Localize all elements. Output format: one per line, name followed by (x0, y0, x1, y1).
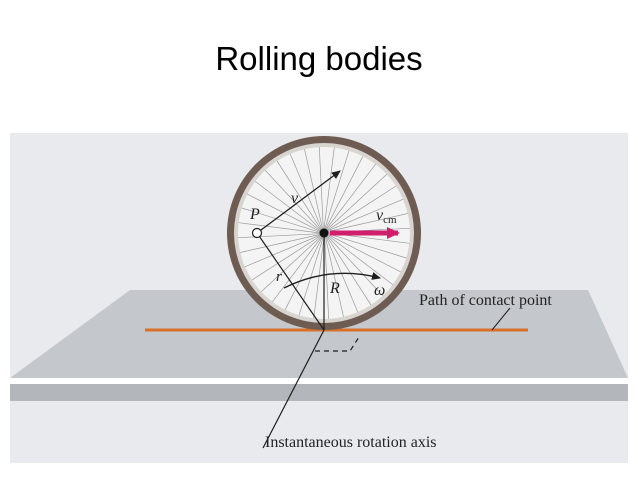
wheel-spoke (244, 234, 321, 268)
label-path-of-contact-point: Path of contact point (419, 292, 552, 309)
ground-plane-front (10, 384, 628, 401)
wheel-spoke (325, 156, 364, 230)
radius-line-r (256, 232, 325, 331)
path-label-leader (491, 307, 511, 331)
wheel-spoke (327, 198, 404, 232)
wheel-spoke (251, 235, 322, 281)
ground-plane-edge-highlight (10, 378, 628, 384)
wheel-spoke (323, 147, 335, 230)
wheel-spoke (326, 173, 388, 231)
wheel-spoke (325, 236, 344, 317)
label-vcm: vcm (376, 207, 397, 226)
wheel-spoke (254, 181, 321, 232)
contact-projection-dashes (315, 336, 360, 352)
wheel-spoke (324, 150, 350, 230)
wheel-spoke (326, 235, 384, 297)
wheel-spoke (272, 236, 323, 303)
wheel-spoke (313, 236, 325, 319)
rolling-wheel-diagram: v P vcm r R ω Path of contact point Inst… (10, 133, 628, 463)
label-v: v (291, 190, 299, 207)
wheel-spoke (326, 235, 372, 306)
wheel-spoke (325, 236, 359, 313)
wheel-spoke (326, 185, 397, 231)
wheel-spoke (327, 213, 408, 232)
ground-plane-top (10, 290, 628, 378)
wheel-spoke (325, 163, 376, 230)
point-P-marker (251, 227, 263, 239)
wheel-spoke (327, 233, 407, 259)
diagram-canvas: v P vcm r R ω Path of contact point Inst… (10, 133, 628, 463)
wheel-spoke (327, 234, 394, 285)
wheel-spoke (260, 235, 322, 293)
slide-title: Rolling bodies (215, 40, 423, 77)
velocity-v-arrow (256, 170, 341, 234)
wheel-spoke (241, 207, 321, 233)
wheel-spoke (318, 147, 324, 230)
wheel-spoke (289, 153, 323, 230)
label-r: r (276, 269, 282, 285)
omega-arc-arrow (283, 272, 381, 289)
label-r-upper: R (329, 280, 340, 297)
wheel-spoke (284, 236, 323, 310)
wheel-spoke (240, 234, 321, 253)
wheel-spoke (324, 236, 330, 319)
wheel-spoke (238, 222, 321, 234)
axis-line (262, 329, 325, 449)
wheel-spoke (304, 149, 323, 230)
wheel-spoke (238, 233, 321, 239)
label-instantaneous-rotation-axis: Instantaneous rotation axis (265, 434, 437, 451)
label-omega: ω (374, 282, 385, 299)
wheel-spoke (264, 169, 322, 231)
wheel-spoke (327, 234, 401, 273)
wheel-spoke (298, 236, 324, 316)
wheel-spoke (276, 160, 322, 231)
label-p: P (249, 206, 260, 223)
wheel-spokes (238, 147, 410, 319)
